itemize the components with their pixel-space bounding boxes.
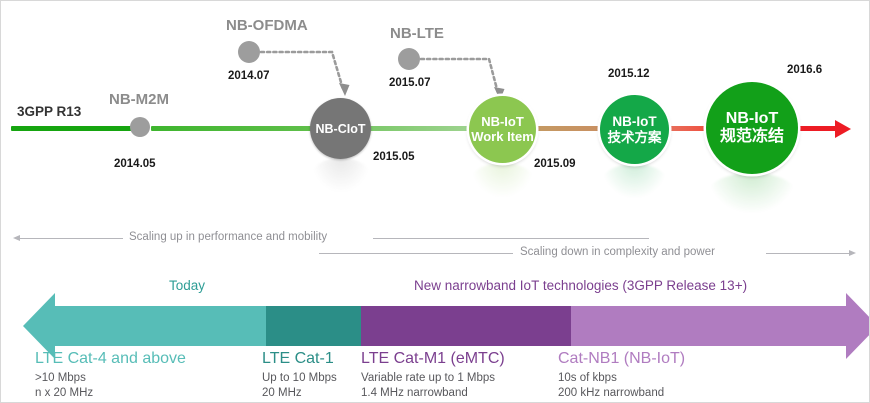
satellite-nb-ofdma-date: 2014.07: [228, 70, 270, 82]
timeline-node-nb-ciot-reflection: [312, 158, 370, 192]
timeline-node-tech-plan-line-2: 技术方案: [607, 129, 662, 145]
satellite-nb-ofdma-label: NB-OFDMA: [226, 17, 308, 34]
timeline-node-tech-plan-reflection: [602, 164, 667, 198]
scaling-up-label: Scaling up in performance and mobility: [129, 231, 328, 243]
timeline-node-tech-plan-line-1: NB-IoT: [612, 114, 657, 130]
timeline-node-nb-m2m-label: NB-M2M: [109, 91, 169, 108]
band-segment-lte-cat-4[interactable]: [54, 306, 266, 346]
timeline-node-nb-iot-tech-plan[interactable]: NB-IoT 技术方案: [600, 95, 669, 164]
category-sub-lte-cat-m1-line-2: 1.4 MHz narrowband: [361, 387, 468, 399]
category-sub-lte-cat-4-line-1: >10 Mbps: [35, 372, 86, 384]
timeline-node-nb-ciot[interactable]: NB-CIoT: [310, 98, 371, 159]
category-sub-lte-cat-1-line-2: 20 MHz: [262, 387, 302, 399]
scaling-down-rule-left: [319, 253, 513, 254]
band-left-arrow-icon: [23, 293, 55, 359]
timeline-node-nb-iot-work-item[interactable]: NB-IoT Work Item: [469, 96, 536, 163]
band-right-arrow-icon: [846, 293, 869, 359]
timeline-node-nb-ciot-date: 2015.05: [373, 151, 415, 163]
timeline-arrow-head-icon: [835, 119, 851, 138]
satellite-nb-lte-label: NB-LTE: [390, 25, 444, 42]
band-caption-today: Today: [169, 278, 206, 293]
satellite-nb-lte-dot[interactable]: [398, 48, 420, 70]
scaling-down-arrow-icon: [849, 249, 856, 256]
timeline-node-nb-ciot-line-1: NB-CIoT: [315, 121, 366, 136]
band-caption-new-narrowband: New narrowband IoT technologies (3GPP Re…: [414, 278, 748, 293]
timeline-node-nb-iot-spec-freeze[interactable]: NB-IoT 规范冻结: [706, 82, 798, 174]
satellite-nb-ofdma-connector-icon: [259, 50, 350, 96]
satellite-nb-ofdma-dot[interactable]: [238, 41, 260, 63]
band-segment-lte-cat-m1[interactable]: [361, 306, 571, 346]
scaling-up-rule-right: [373, 238, 649, 239]
timeline-track-segment-3: [369, 126, 471, 131]
timeline-node-tech-plan-date: 2015.12: [608, 68, 650, 80]
category-title-cat-nb1: Cat-NB1 (NB-IoT): [558, 350, 686, 367]
timeline-track-segment-1: [11, 126, 139, 131]
timeline-node-work-item-line-2: Work Item: [471, 128, 534, 144]
timeline-node-spec-freeze-reflection: [708, 173, 796, 213]
timeline-node-spec-freeze-line-1: NB-IoT: [725, 110, 779, 128]
category-sub-lte-cat-4-line-2: n x 20 MHz: [35, 387, 94, 399]
timeline-node-spec-freeze-date: 2016.6: [787, 64, 823, 76]
scaling-down-rule-right: [766, 253, 849, 254]
timeline-node-work-item-line-1: NB-IoT: [481, 113, 524, 129]
satellite-nb-lte-date: 2015.07: [389, 77, 431, 89]
timeline-node-nb-m2m-dot[interactable]: [130, 117, 150, 137]
category-title-lte-cat-m1: LTE Cat-M1 (eMTC): [361, 350, 505, 367]
timeline-start-label: 3GPP R13: [17, 104, 82, 119]
category-title-lte-cat-1: LTE Cat-1: [262, 350, 334, 367]
timeline-track-segment-6: [797, 126, 837, 131]
category-sub-cat-nb1-line-1: 10s of kbps: [558, 372, 617, 384]
band-segment-lte-cat-1[interactable]: [266, 306, 361, 346]
scaling-up-rule-left: [20, 238, 123, 239]
satellite-nb-lte-connector-icon: [419, 57, 505, 100]
timeline-node-spec-freeze-line-2: 规范冻结: [719, 128, 784, 145]
scaling-down-label: Scaling down in complexity and power: [520, 246, 715, 258]
category-title-lte-cat-4: LTE Cat-4 and above: [35, 350, 186, 367]
timeline-track-segment-4: [534, 126, 600, 131]
timeline-node-work-item-date: 2015.09: [534, 158, 576, 170]
category-sub-cat-nb1-line-2: 200 kHz narrowband: [558, 387, 665, 399]
category-sub-lte-cat-1-line-1: Up to 10 Mbps: [262, 372, 337, 384]
timeline-node-work-item-reflection: [471, 163, 534, 197]
timeline-track-segment-2: [151, 126, 311, 131]
band-segment-cat-nb1[interactable]: [571, 306, 846, 346]
category-sub-lte-cat-m1-line-1: Variable rate up to 1 Mbps: [361, 372, 496, 384]
timeline-track-segment-5: [668, 126, 710, 131]
scaling-up-arrow-icon: [13, 234, 20, 241]
timeline-node-nb-m2m-date: 2014.05: [114, 158, 156, 170]
